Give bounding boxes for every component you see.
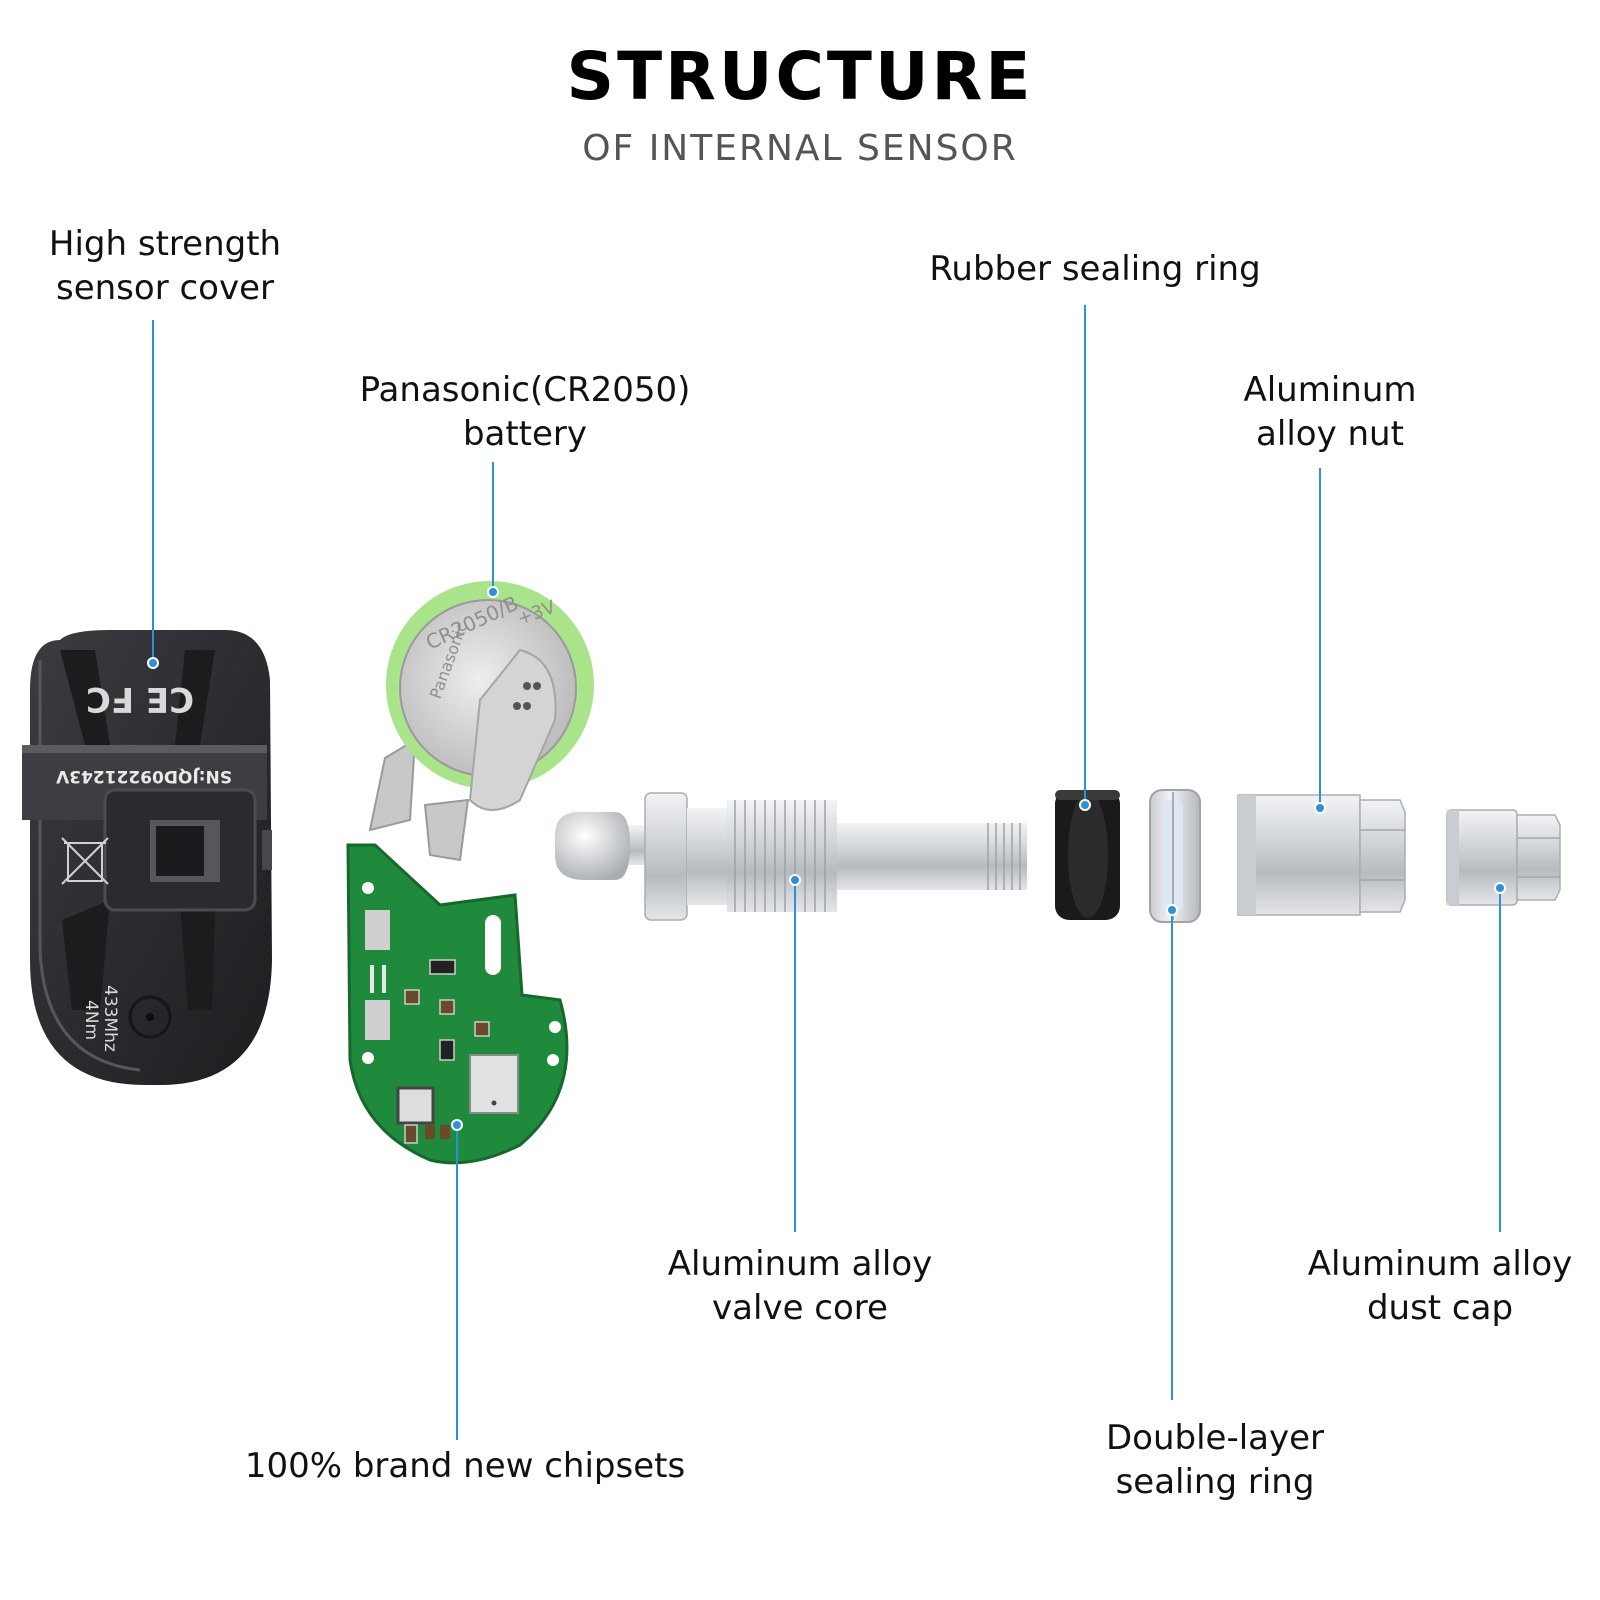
serial-number: SN:JQD09221243V [55,766,232,786]
label-sensor-cover: High strength sensor cover [20,222,310,310]
leader-dot-alloy-nut [1314,802,1326,814]
label-line: sealing ring [1115,1462,1315,1502]
label-dust-cap: Aluminum alloy dust cap [1290,1242,1590,1330]
aluminum-alloy-dust-cap [1446,809,1561,906]
frequency-marking: 433Mhz [100,985,120,1052]
recycle-bin-icon [61,837,109,885]
label-rubber-ring: Rubber sealing ring [910,247,1280,291]
label-line: alloy nut [1256,414,1404,454]
leader-dot-sensor-cover [147,657,159,669]
leader-dot-dust-cap [1494,882,1506,894]
label-valve-core: Aluminum alloy valve core [640,1242,960,1330]
label-line: sensor cover [56,268,274,308]
label-line: valve core [712,1288,888,1328]
label-line: 100% brand new chipsets [244,1446,686,1486]
valve-core [555,792,1027,921]
cert-marks: CE FC [86,679,194,719]
label-line: Aluminum alloy [1307,1244,1573,1284]
label-line: battery [462,414,588,454]
label-line: Aluminum [1243,370,1417,410]
label-double-ring: Double-layer sealing ring [1075,1416,1355,1504]
label-line: Rubber sealing ring [929,249,1261,289]
rubber-sealing-ring [1055,790,1120,920]
label-alloy-nut: Aluminum alloy nut [1210,368,1450,456]
page-title: STRUCTURE [566,38,1034,115]
label-battery: Panasonic(CR2050) battery [340,368,710,456]
leader-dot-valve-core [789,874,801,886]
leader-dot-chipsets [451,1119,463,1131]
leader-dot-battery [487,586,499,598]
battery-cr2050: CR2050/B +3V Panasonic [368,581,594,862]
leader-dot-double-ring [1166,904,1178,916]
aluminum-alloy-nut [1237,794,1406,916]
sensor-cover: SN:JQD09221243V CE FC 433Mhz 4Nm [22,630,272,1085]
torque-marking: 4Nm [81,1000,101,1040]
double-layer-sealing-ring [1149,789,1201,923]
label-line: Panasonic(CR2050) [359,370,691,410]
label-chipsets: 100% brand new chipsets [230,1444,700,1488]
label-line: Double-layer [1105,1418,1325,1458]
pressure-port [128,995,172,1039]
pcb-chipset [346,843,569,1165]
leader-dot-rubber-ring [1079,799,1091,811]
label-line: dust cap [1366,1288,1514,1328]
label-line: High strength [48,224,282,264]
page-subtitle: OF INTERNAL SENSOR [582,128,1018,169]
label-line: Aluminum alloy [667,1244,933,1284]
